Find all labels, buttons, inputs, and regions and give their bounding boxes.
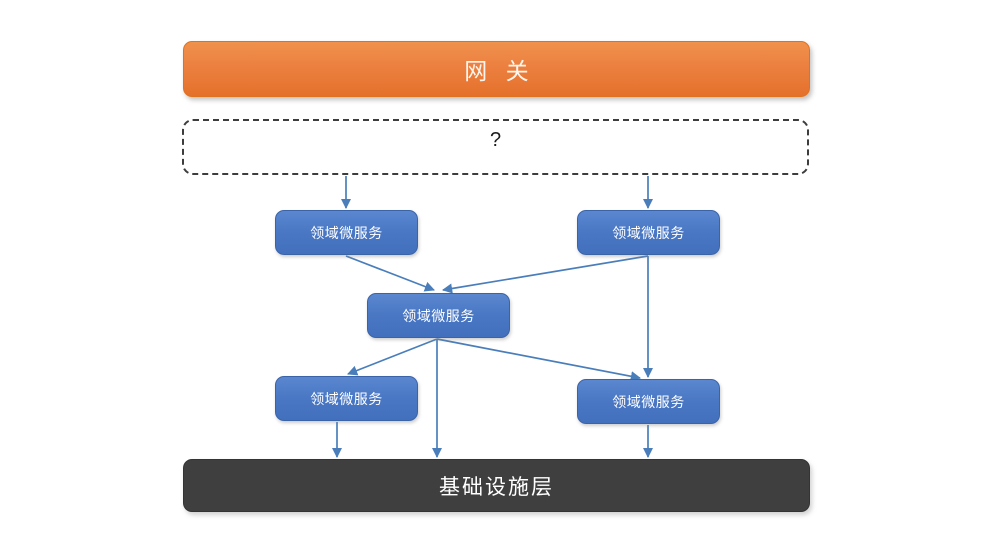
gateway-banner: 网 关: [183, 41, 810, 97]
service-label: 领域微服务: [402, 307, 475, 324]
service-label: 领域微服务: [310, 390, 383, 407]
domain-microservice-top-right: 领域微服务: [577, 210, 720, 255]
edge-svc-middle-to-svc-bottom-right: [436, 338, 642, 382]
service-label: 领域微服务: [612, 393, 685, 410]
domain-microservice-bottom-right: 领域微服务: [577, 379, 720, 424]
edge-svc-top-right-to-svc-middle: [441, 255, 649, 294]
unknown-layer-label: ?: [489, 129, 502, 151]
service-label: 领域微服务: [612, 224, 685, 241]
gateway-label: 网 关: [464, 58, 535, 84]
infrastructure-layer-bar: 基础设施层: [183, 459, 810, 512]
domain-microservice-top-left: 领域微服务: [275, 210, 418, 255]
unknown-layer-band: ?: [182, 119, 809, 175]
domain-microservice-middle: 领域微服务: [367, 293, 510, 338]
edge-svc-top-left-to-svc-middle: [345, 255, 435, 292]
service-label: 领域微服务: [310, 224, 383, 241]
domain-microservice-bottom-left: 领域微服务: [275, 376, 418, 421]
edge-svc-middle-to-svc-bottom-left: [347, 338, 438, 376]
infrastructure-label: 基础设施层: [439, 475, 554, 499]
